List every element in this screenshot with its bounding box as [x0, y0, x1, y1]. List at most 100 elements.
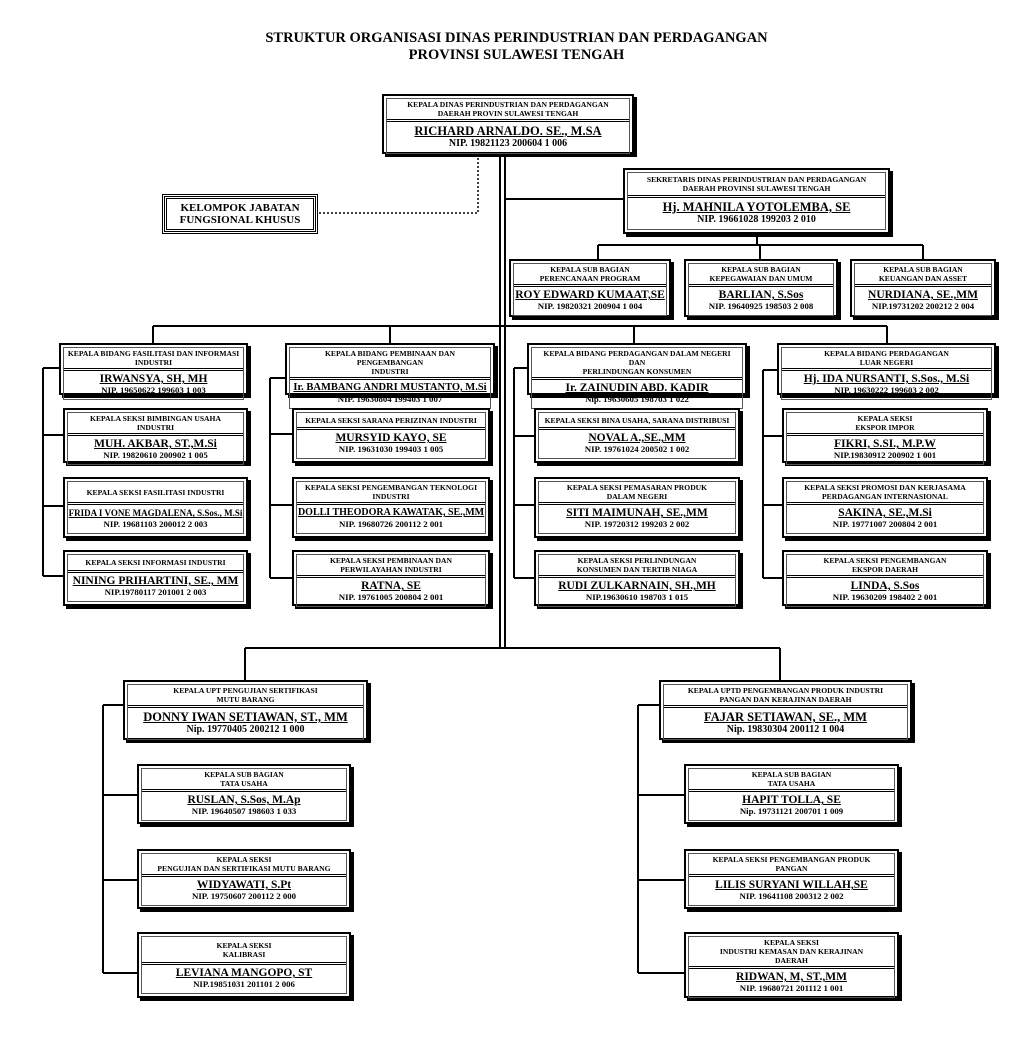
- position-title-line: KEPALA BIDANG PERDAGANGAN: [824, 349, 949, 358]
- official-name: RICHARD ARNALDO. SE., M.SA: [414, 124, 602, 138]
- official-name: MUH. AKBAR, ST.,M.Si: [94, 438, 217, 450]
- position-title: KEPALA DINAS PERINDUSTRIAN DAN PERDAGANG…: [387, 99, 629, 122]
- position-title-line: KEPALA UPT PENGUJIAN SERTIFIKASI: [173, 686, 318, 695]
- official-name: RUSLAN, S.Sos, M.Ap: [187, 794, 301, 806]
- seksi-informasi-industri-box: KEPALA SEKSI INFORMASI INDUSTRI NINING PR…: [63, 550, 248, 606]
- official-nip: NIP. 19820610 200902 1 005: [103, 450, 208, 460]
- box-inner: KEPALA SEKSI INFORMASI INDUSTRI NINING PR…: [67, 554, 244, 602]
- official-name: DONNY IWAN SETIAWAN, ST., MM: [143, 710, 348, 724]
- position-title-line: KEUANGAN DAN ASSET: [878, 274, 968, 283]
- official-nip: Nip. 19630605 198703 1 022: [585, 394, 689, 404]
- official-name: Ir. BAMBANG ANDRI MUSTANTO, M.Si: [293, 382, 487, 393]
- official-name: Hj. MAHNILA YOTOLEMBA, SE: [662, 200, 851, 214]
- position-title-line: KALIBRASI: [222, 949, 266, 959]
- position-title-line: KEPALA DINAS PERINDUSTRIAN DAN PERDAGANG…: [407, 100, 609, 109]
- seksi-fasilitasi-industri-box: KEPALA SEKSI FASILITASI INDUSTRI FRIDA I …: [63, 477, 248, 538]
- official-name: MURSYID KAYO, SE: [335, 432, 447, 444]
- position-title-line: PERDAGANGAN INTERNASIONAL: [822, 492, 948, 501]
- position-title-line: PENGUJIAN DAN SERTIFIKASI MUTU BARANG: [157, 864, 331, 873]
- position-title-line: KEPALA SEKSI FASILITASI INDUSTRI: [86, 487, 225, 497]
- position-title-line: KEPEGAWAIAN DAN UMUM: [709, 274, 813, 283]
- official-name: LILIS SURYANI WILLAH,SE: [715, 879, 868, 891]
- official-nip: NIP.19780117 201001 2 003: [104, 587, 207, 597]
- seksi-sarana-perizinan-box: KEPALA SEKSI SARANA PERIZINAN INDUSTRI MU…: [292, 408, 490, 463]
- official-nip: NIP. 19771007 200804 2 001: [832, 519, 938, 529]
- official-name: FAJAR SETIAWAN, SE., MM: [704, 710, 867, 724]
- position-title-line: KEPALA SEKSI INFORMASI INDUSTRI: [85, 558, 226, 567]
- official-name: RATNA, SE: [361, 580, 421, 592]
- position-title-line: KONSUMEN DAN TERTIB NIAGA: [576, 565, 698, 574]
- position-title: KEPALA BIDANG PERDAGANGAN DALAM NEGERI D…: [532, 348, 742, 380]
- uptd-pengembangan-produk-box: KEPALA UPTD PENGEMBANGAN PRODUK INDUSTRI…: [659, 680, 912, 740]
- position-title-line: KEPALA SEKSI: [764, 938, 819, 947]
- position-title-line: INDUSTRI KEMASAN DAN KERAJINAN: [719, 947, 864, 956]
- position-title-line: EKSPOR IMPOR: [855, 423, 915, 432]
- box-inner: SEKRETARIS DINAS PERINDUSTRIAN DAN PERDA…: [627, 172, 886, 230]
- position-title: KEPALA SEKSI SARANA PERIZINAN INDUSTRI: [297, 413, 485, 430]
- box-inner: KEPALA DINAS PERINDUSTRIAN DAN PERDAGANG…: [386, 98, 630, 154]
- official-nip: NIP. 19641108 200312 2 002: [739, 891, 844, 901]
- official-nip: NIP. 19640507 198603 1 033: [191, 806, 297, 816]
- official-name: FRIDA I VONE MAGDALENA, S.Sos., M.Si: [68, 508, 243, 518]
- box-inner: KEPALA SEKSI FASILITASI INDUSTRI FRIDA I …: [67, 481, 244, 534]
- official-nip: NIP. 19631030 199403 1 005: [338, 444, 444, 454]
- official-name: NINING PRIHARTINI, SE., MM: [72, 575, 239, 587]
- official-name: LEVIANA MANGOPO, ST: [175, 967, 313, 979]
- page-title-line-2: PROVINSI SULAWESI TENGAH: [408, 47, 625, 63]
- official-nip: NIP.19830912 200902 1 001: [833, 450, 937, 460]
- position-title-line: KEPALA SUB BAGIAN: [204, 770, 284, 779]
- position-title-line: KEPALA BIDANG PEMBINAAN DAN PENGEMBANGAN: [324, 349, 455, 367]
- official-nip: Nip. 19770405 200212 1 000: [186, 724, 305, 735]
- position-title-line: KEPALA SUB BAGIAN: [883, 265, 963, 274]
- position-title-line: KEPALA SEKSI PENGEMBANGAN PRODUK: [712, 855, 871, 864]
- position-title-line: DAERAH PROVINSI SULAWESI TENGAH: [682, 184, 831, 193]
